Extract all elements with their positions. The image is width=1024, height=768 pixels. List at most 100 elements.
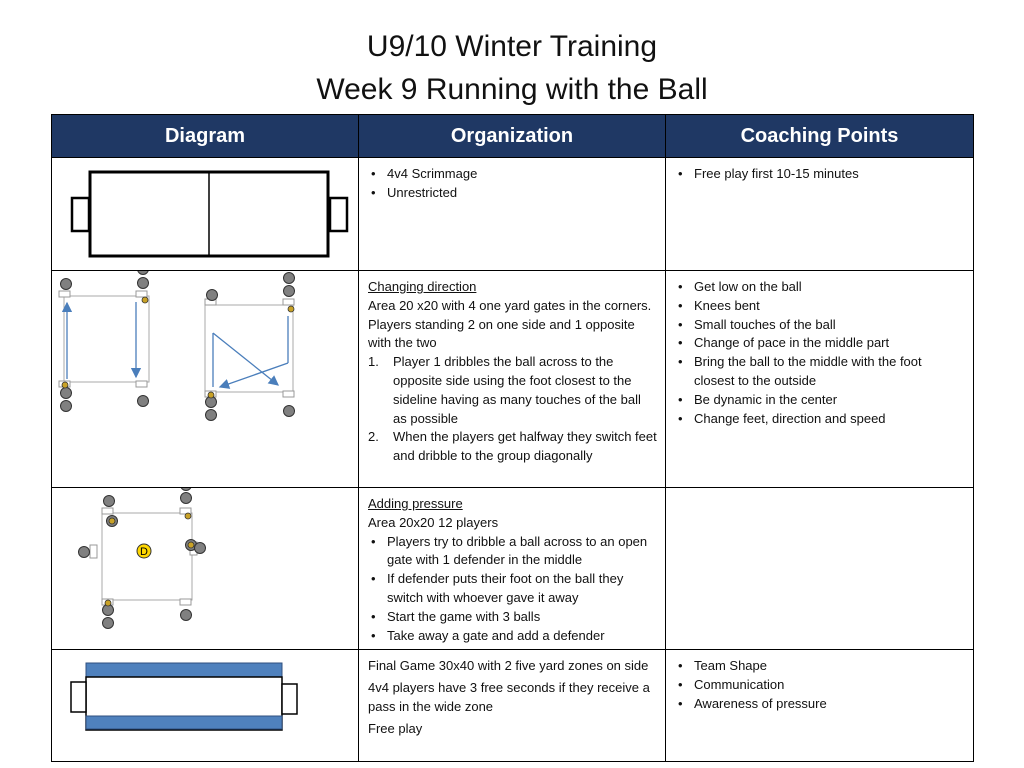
dribble-arrow [218,362,289,389]
gate [101,507,114,515]
list-item: Take away a gate and add a defender [368,627,657,646]
goal-right [328,196,349,233]
drill-steps: Player 1 dribbles the ball across to the… [368,353,657,466]
diagram-cell [51,270,359,488]
list-item: Players try to dribble a ball across to … [368,533,657,571]
ball [187,541,195,549]
ball [141,296,149,304]
list-item: Communication [675,676,965,695]
grid-right [204,272,295,421]
drill-heading: Changing direction [368,279,477,294]
player [283,272,295,284]
list-item: Bring the ball to the middle with the fo… [675,353,965,391]
player [205,409,217,421]
list-item: Start the game with 3 balls [368,608,657,627]
dribble-arrow [212,332,280,386]
list-item: If defender puts their foot on the ball … [368,570,657,608]
session-plan-table: Diagram Organization Coaching Points 4v4… [51,114,974,763]
grid-left [58,271,150,412]
coaching-points-cell: Team Shape Communication Awareness of pr… [665,649,974,763]
organization-list: 4v4 Scrimmage Unrestricted [368,165,657,203]
table-row: Changing direction Area 20 x20 with 4 on… [51,270,974,488]
defender-label: D [140,546,148,558]
ball [184,512,192,520]
player [102,617,114,629]
player [283,405,295,417]
coaching-points-list: Get low on the ball Knees bent Small tou… [675,278,965,428]
gate [179,598,192,606]
diagram-cell [51,649,359,763]
column-header-organization: Organization [358,114,666,158]
wide-zone-bottom [85,715,283,730]
wide-zone-top [85,662,283,678]
coaching-points-cell: Free play first 10-15 minutes [665,157,974,271]
player [103,495,115,507]
player [60,278,72,290]
coaching-points-list: Team Shape Communication Awareness of pr… [675,657,965,713]
list-item: Team Shape [675,657,965,676]
final-game-diagram [70,662,298,732]
diagram-cell [51,157,359,271]
list-item: Small touches of the ball [675,316,965,335]
player [78,546,90,558]
player [180,492,192,504]
coaching-points-cell [665,486,974,651]
ball [207,391,215,399]
goal-left [70,196,91,233]
list-item: When the players get halfway they switch… [368,428,657,464]
player [206,289,218,301]
page-title: U9/10 Winter Training [366,30,658,63]
goal-left [70,681,87,714]
scrimmage-field-diagram [70,170,349,258]
list-item: Player 1 dribbles the ball across to the… [368,353,641,426]
player [137,277,149,289]
goal-right [281,683,298,716]
ball [104,599,112,607]
drill-heading: Adding pressure [368,496,463,511]
player [60,387,72,399]
organization-cell: Adding pressure Area 20x20 12 players Pl… [358,486,666,651]
organization-list: Players try to dribble a ball across to … [368,533,657,646]
ball [61,381,69,389]
list-item: Awareness of pressure [675,695,965,714]
table-row: D Adding pressure Area 20x20 12 players … [51,486,974,651]
column-header-diagram: Diagram [51,114,359,158]
ball [287,305,295,313]
drill-description: Area 20 x20 with 4 one yard gates in the… [368,297,652,351]
organization-cell: 4v4 Scrimmage Unrestricted [358,157,666,271]
gate [89,544,98,559]
list-item: Get low on the ball [675,278,965,297]
player [60,400,72,412]
list-item: Change of pace in the middle part [675,334,965,353]
game-note: Free play [368,720,423,736]
list-item: Unrestricted [368,184,657,203]
game-rule: 4v4 players have 3 free seconds if they … [368,680,650,714]
list-item: Free play first 10-15 minutes [675,165,965,184]
column-header-coaching-points: Coaching Points [665,114,974,158]
ball [108,517,116,525]
list-item: 4v4 Scrimmage [368,165,657,184]
diagram-cell: D [51,486,359,651]
list-item: Change feet, direction and speed [675,410,965,429]
coaching-points-cell: Get low on the ball Knees bent Small tou… [665,270,974,488]
changing-direction-diagram [58,271,295,421]
player [137,271,149,275]
organization-cell: Final Game 30x40 with 2 five yard zones … [358,649,666,763]
player [180,609,192,621]
list-item: Knees bent [675,297,965,316]
drill-description: Area 20x20 12 players [368,514,499,530]
table-header-row: Diagram Organization Coaching Points [51,114,974,158]
player [194,542,206,554]
adding-pressure-diagram: D [78,488,206,629]
organization-cell: Changing direction Area 20 x20 with 4 on… [358,270,666,488]
player [283,285,295,297]
player [137,395,149,407]
coaching-points-list: Free play first 10-15 minutes [675,165,965,184]
game-description: Final Game 30x40 with 2 five yard zones … [368,658,649,674]
list-item: Be dynamic in the center [675,391,965,410]
page-subtitle: Week 9 Running with the Ball [316,73,708,106]
player [180,488,192,491]
table-row: 4v4 Scrimmage Unrestricted Free play fir… [51,157,974,271]
table-row: Final Game 30x40 with 2 five yard zones … [51,649,974,763]
defender-marker [136,543,152,559]
